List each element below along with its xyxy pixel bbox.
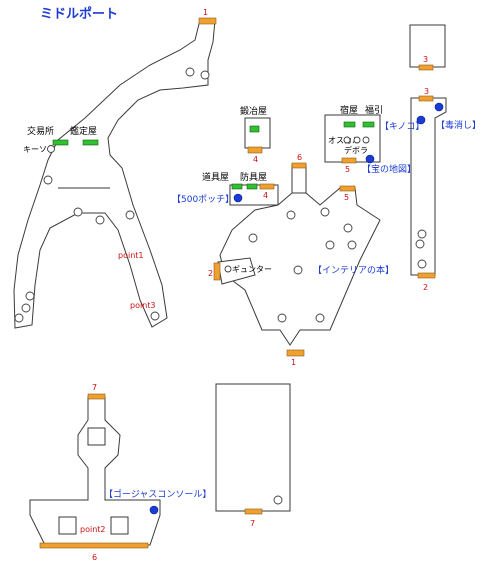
tower-pillar <box>87 427 106 446</box>
npc-label: キーソ <box>23 145 47 154</box>
rock <box>343 223 353 233</box>
npc-marker[interactable] <box>362 136 370 144</box>
label-lottery: 福引 <box>365 104 383 116</box>
exit-1-bottom[interactable] <box>286 349 305 357</box>
rock <box>73 207 83 217</box>
rock <box>293 265 303 275</box>
treasure-label: 【宝の地図】 <box>362 163 416 175</box>
exit-number: 6 <box>92 553 97 562</box>
label-item: 道具屋 <box>202 171 229 183</box>
treasure-label: 【毒消し】 <box>436 119 481 131</box>
rock <box>347 240 357 250</box>
exit-5-gate[interactable] <box>339 185 356 192</box>
exit-number: 7 <box>250 519 255 528</box>
label-trade: 交易所 <box>27 125 54 137</box>
shop-trade-counter[interactable] <box>52 139 69 146</box>
left-area <box>13 19 216 329</box>
rock <box>185 67 195 77</box>
south-building <box>215 383 291 512</box>
exit-6-corridor[interactable] <box>291 162 307 169</box>
rock <box>315 313 325 323</box>
label-inn: 宿屋 <box>340 104 358 116</box>
label-appraisal: 鑑定屋 <box>70 125 97 137</box>
rock <box>273 495 283 505</box>
point-label: point3 <box>130 301 156 310</box>
rock <box>43 175 53 185</box>
treasure-label: 【ゴージャスコンソール】 <box>104 488 211 500</box>
treasure-label: 【500ポッチ】 <box>172 194 234 205</box>
corridor-6 <box>291 164 307 194</box>
shop-item-counter[interactable] <box>231 183 243 190</box>
exit-number: 3 <box>424 87 429 96</box>
rock <box>14 313 24 323</box>
exit-3-box[interactable] <box>418 64 434 71</box>
npc-marker[interactable] <box>224 265 232 273</box>
exit-number: 4 <box>253 155 258 164</box>
treasure-chest[interactable] <box>434 102 444 112</box>
exit-number: 6 <box>297 153 302 162</box>
exit-4-smith[interactable] <box>247 146 263 154</box>
exit-1-top[interactable] <box>198 17 217 25</box>
npc-label: デボラ <box>344 145 368 155</box>
exit-2-left[interactable] <box>213 262 221 281</box>
map-title: ミドルポート <box>40 6 118 22</box>
treasure-label: 【キノコ】 <box>380 121 424 132</box>
label-armor: 防具屋 <box>240 171 267 183</box>
treasure-chest[interactable] <box>365 154 375 164</box>
exit-5-inn[interactable] <box>341 157 357 164</box>
npc-marker[interactable] <box>47 145 55 153</box>
shop-lottery-counter[interactable] <box>362 121 375 128</box>
rock <box>417 259 427 269</box>
rock <box>415 239 425 249</box>
exit-number: 5 <box>344 193 349 202</box>
rock <box>325 240 335 250</box>
rock <box>286 210 296 220</box>
rock <box>150 311 160 321</box>
npc-marker[interactable] <box>343 136 351 144</box>
exit-number: 2 <box>208 269 213 278</box>
rock <box>200 70 210 80</box>
exit-6-bottom[interactable] <box>39 542 149 549</box>
rock <box>417 229 427 239</box>
point-label: point1 <box>118 251 144 260</box>
shop-inn-counter[interactable] <box>343 121 356 128</box>
rock <box>25 291 35 301</box>
treasure-chest[interactable] <box>149 505 159 515</box>
rock <box>21 303 31 313</box>
label-smith: 鍛冶屋 <box>240 105 267 117</box>
exit-number: 7 <box>92 383 97 392</box>
pillar-right <box>110 516 129 535</box>
pillar-left <box>58 516 77 535</box>
shop-appraisal-counter[interactable] <box>82 139 99 146</box>
rock <box>248 233 258 243</box>
npc-label: ギュンター <box>232 265 272 274</box>
exit-number: 1 <box>291 358 296 367</box>
exit-number: 4 <box>263 191 268 200</box>
rock <box>95 215 105 225</box>
rock <box>277 313 287 323</box>
shop-armor-counter[interactable] <box>246 183 258 190</box>
npc-marker[interactable] <box>353 136 361 144</box>
exit-3-right[interactable] <box>418 95 434 102</box>
treasure-label: 【インテリアの本】 <box>313 264 394 276</box>
exit-number: 5 <box>345 165 350 174</box>
exit-number: 1 <box>203 8 208 17</box>
exit-2-right[interactable] <box>417 272 436 279</box>
treasure-chest[interactable] <box>233 193 243 203</box>
treasure-chest[interactable] <box>416 115 426 125</box>
exit-7-building[interactable] <box>244 508 263 515</box>
gyunter-alcove <box>217 257 256 285</box>
shop-smith-counter[interactable] <box>249 125 260 133</box>
rock <box>125 210 135 220</box>
smithy-room <box>244 117 271 149</box>
exit-number: 2 <box>423 283 428 292</box>
rock <box>320 207 330 217</box>
south-tower-area <box>29 396 161 546</box>
exit-4-items[interactable] <box>259 183 275 190</box>
point-label: point2 <box>80 525 106 534</box>
exit-7-tower[interactable] <box>87 393 106 400</box>
exit-number: 3 <box>423 55 428 64</box>
